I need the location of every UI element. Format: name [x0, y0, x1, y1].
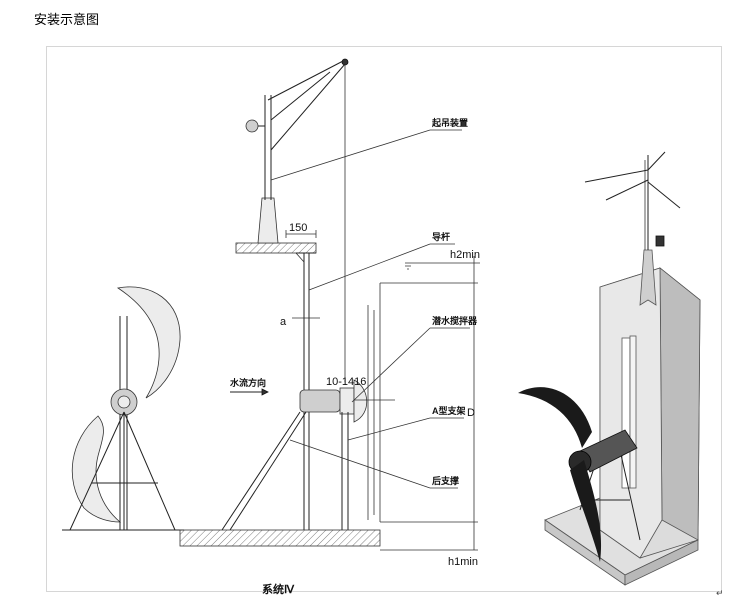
- lower-blade: [71, 415, 122, 523]
- label-guide-rod: 导杆: [432, 231, 450, 242]
- label-mixer: 潜水搅拌器: [432, 315, 478, 326]
- label-lifting-device: 起吊装置: [431, 117, 468, 128]
- page-title: 安装示意图: [34, 12, 100, 27]
- label-d: D: [467, 407, 475, 419]
- top-platform: [235, 242, 317, 254]
- label-flow-direction: 水流方向: [230, 377, 266, 388]
- isometric-rendering: [518, 151, 701, 586]
- tripod: [69, 411, 176, 531]
- label-h2min: h2min: [450, 249, 480, 261]
- label-rear-support: 后支撑: [432, 475, 459, 486]
- floor-slab: [179, 529, 381, 547]
- blade-dark-lower: [570, 460, 602, 562]
- winch: [245, 119, 259, 133]
- side-view-mixer: [62, 286, 184, 531]
- label-dim-150: 150: [289, 222, 307, 234]
- label-system: 系统Ⅳ: [262, 582, 295, 596]
- mixer-body: [299, 389, 341, 413]
- elevation-drawing: 起吊装置 导杆 h2min 150 a 潜水搅拌器 水流方向 10-1416 A…: [179, 58, 480, 596]
- paragraph-mark: ↵: [716, 588, 724, 598]
- label-h1min: h1min: [448, 556, 478, 568]
- upper-blade: [116, 286, 181, 399]
- label-pipe-size: 10-1416: [326, 376, 366, 388]
- figure-frame: [46, 46, 722, 592]
- blade-dark-upper: [518, 387, 592, 448]
- label-dim-a: a: [280, 316, 287, 328]
- label-a-bracket: A型支架: [432, 405, 466, 416]
